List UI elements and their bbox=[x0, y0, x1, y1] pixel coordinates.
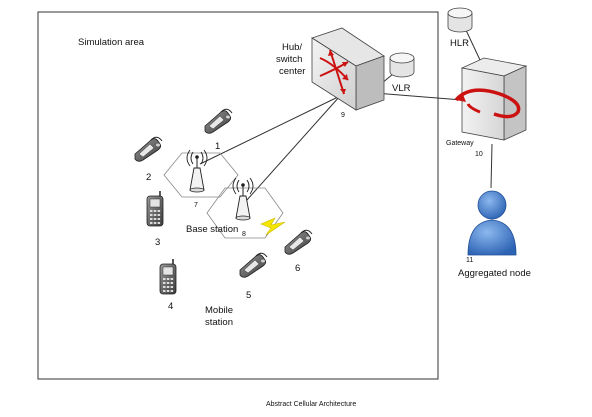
candybar-phone-icon bbox=[159, 258, 177, 295]
cell-hexagon-7 bbox=[163, 152, 239, 198]
hlr-database-icon bbox=[447, 7, 473, 33]
hub-label-line2: switch bbox=[276, 54, 302, 65]
person-icon bbox=[467, 190, 517, 256]
hub-number: 9 bbox=[341, 112, 345, 119]
flip-phone-icon bbox=[284, 229, 313, 255]
diagram-caption: Abstract Cellular Architecture bbox=[266, 401, 356, 408]
flip-phone-icon bbox=[134, 136, 163, 162]
lightning-icon bbox=[260, 217, 286, 236]
link-bs8-hub bbox=[245, 95, 341, 202]
hlr-label: HLR bbox=[450, 38, 469, 49]
phone-number-1: 1 bbox=[215, 141, 220, 152]
phone-number-4: 4 bbox=[168, 301, 173, 312]
flip-phone-icon bbox=[239, 252, 268, 278]
link-bs7-hub bbox=[199, 95, 341, 165]
link-gateway-node bbox=[490, 143, 493, 189]
vlr-database-icon bbox=[389, 52, 415, 78]
hub-label-line3: center bbox=[279, 66, 305, 77]
phone-number-3: 3 bbox=[155, 237, 160, 248]
gateway-number: 10 bbox=[475, 151, 483, 158]
gateway-server-icon bbox=[454, 57, 528, 141]
phone-number-5: 5 bbox=[246, 290, 251, 301]
phone-number-2: 2 bbox=[146, 172, 151, 183]
mobile-station-label-line2: station bbox=[205, 317, 233, 328]
hub-label-line1: Hub/ bbox=[282, 42, 302, 53]
gateway-label: Gateway bbox=[446, 140, 474, 147]
antenna-tower-icon bbox=[232, 177, 254, 221]
mobile-station-label-line1: Mobile bbox=[205, 305, 233, 316]
phone-number-6: 6 bbox=[295, 263, 300, 274]
aggregated-node-number: 11 bbox=[466, 257, 473, 264]
antenna-tower-icon bbox=[186, 149, 208, 193]
hub-switch-icon bbox=[311, 27, 385, 111]
aggregated-node-label: Aggregated node bbox=[458, 268, 531, 279]
base-station-label: Base station bbox=[186, 224, 238, 235]
vlr-label: VLR bbox=[392, 83, 411, 94]
base-station-number-8: 8 bbox=[242, 231, 246, 238]
cell-hexagon-8 bbox=[206, 187, 284, 239]
simulation-area-label: Simulation area bbox=[78, 37, 145, 48]
flip-phone-icon bbox=[204, 108, 233, 134]
link-hlr-gateway bbox=[464, 27, 481, 61]
candybar-phone-icon bbox=[146, 190, 164, 227]
base-station-number-7: 7 bbox=[194, 202, 198, 209]
simulation-area-frame bbox=[37, 11, 439, 380]
